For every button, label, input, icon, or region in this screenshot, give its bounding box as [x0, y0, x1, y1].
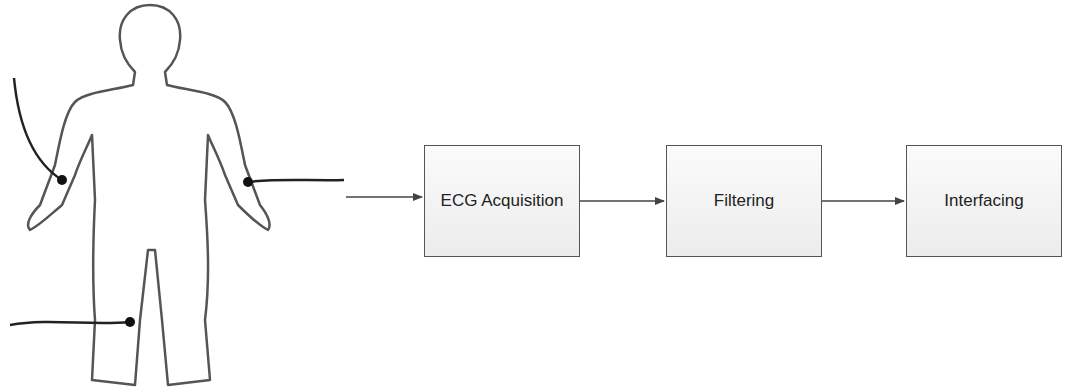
box-content: Interfacing [936, 186, 1031, 217]
flow-arrow [822, 200, 904, 202]
box-label: Interfacing [936, 186, 1031, 217]
signal-arrow [346, 196, 422, 198]
process-box: Interfacing [906, 145, 1062, 257]
box-label: Filtering [706, 186, 782, 217]
flow-arrow [580, 200, 664, 202]
electrode [243, 177, 253, 187]
electrode-lead [248, 180, 344, 182]
process-box: ECG Acquisition [424, 145, 580, 257]
box-content: ECG Acquisition [433, 186, 572, 217]
electrode [125, 317, 135, 327]
box-label: ECG Acquisition [433, 186, 572, 217]
box-content: Filtering [706, 186, 782, 217]
electrode-lead [14, 78, 62, 180]
process-box: Filtering [666, 145, 822, 257]
electrode [57, 175, 67, 185]
human-silhouette [28, 5, 270, 385]
electrode-lead [10, 322, 130, 325]
